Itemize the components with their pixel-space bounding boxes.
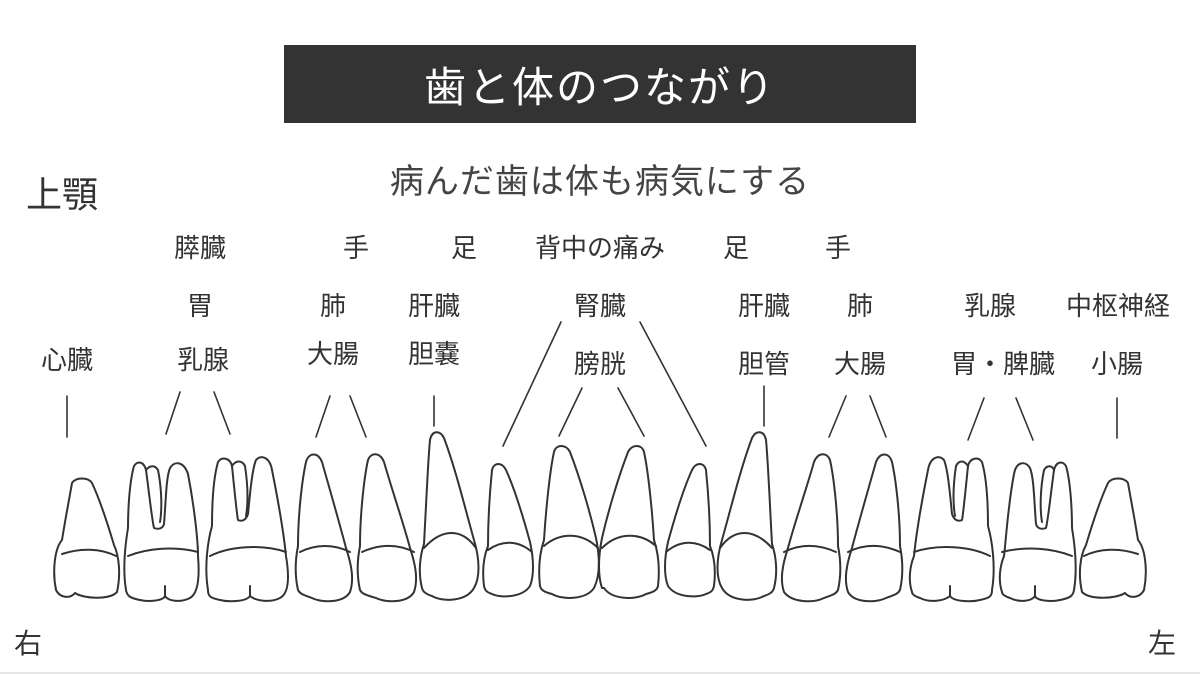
connector-line: [502, 321, 562, 447]
organ-label: 足: [450, 234, 478, 264]
tooth-left-2: [998, 461, 1077, 602]
organ-label: 胃・脾臓: [950, 350, 1056, 380]
side-label-right: 右: [14, 627, 43, 660]
organ-label: 肝臓: [737, 292, 791, 322]
page-title: 歯と体のつながり: [423, 62, 776, 112]
side-label-left: 左: [1148, 627, 1177, 660]
tooth-left-4: [844, 453, 904, 603]
organ-label: 膵臓: [173, 234, 227, 264]
organ-label: 肺: [846, 292, 874, 322]
connector-lines: [66, 321, 1118, 447]
tooth-right-5: [356, 453, 418, 603]
organ-label: 膀胱: [573, 350, 627, 380]
tooth-right-8: [538, 445, 600, 599]
organ-label: 乳腺: [963, 292, 1017, 322]
organ-label: 肺: [319, 292, 347, 322]
tooth-right-7: [482, 463, 534, 598]
organ-label: 乳腺: [176, 346, 230, 376]
organ-label: 小腸: [1090, 350, 1144, 380]
connector-line: [869, 395, 887, 438]
title-bar: 歯と体のつながり: [284, 45, 916, 123]
tooth-right-2: [123, 461, 200, 602]
connector-line: [617, 387, 645, 437]
connector-line: [213, 391, 231, 435]
connector-line: [967, 397, 985, 441]
organ-label: 胃: [186, 292, 214, 322]
organ-label: 足: [722, 234, 750, 264]
connector-line: [165, 391, 181, 435]
tooth-left-7: [664, 463, 716, 598]
connector-line: [828, 395, 847, 438]
organ-label: 大腸: [833, 350, 887, 380]
organ-label: 胆管: [737, 350, 791, 380]
organ-label: 手: [824, 234, 852, 264]
connector-line: [1015, 397, 1034, 441]
organ-label: 背中の痛み: [534, 234, 666, 264]
organ-label: 中枢神経: [1065, 292, 1171, 322]
organ-label: 腎臓: [573, 292, 627, 322]
connector-line: [558, 387, 583, 437]
tooth-left-3: [908, 456, 995, 603]
organ-label: 心臓: [40, 346, 94, 376]
subtitle: 病んだ歯は体も病気にする: [389, 162, 811, 202]
tooth-right-6: [418, 431, 480, 601]
connector-line: [315, 395, 331, 438]
tooth-right-4: [294, 453, 354, 603]
bottom-rule: [0, 672, 1200, 674]
tooth-left-8: [598, 445, 660, 599]
organ-label: 大腸: [306, 340, 360, 370]
organ-label: 肝臓: [407, 292, 461, 322]
tooth-left-5: [780, 453, 842, 603]
tooth-left-1: [1078, 477, 1147, 599]
connector-line: [349, 395, 367, 438]
organ-label: 手: [342, 234, 370, 264]
tooth-right-1: [53, 477, 121, 599]
connector-line: [639, 321, 707, 447]
organ-label: 胆嚢: [407, 340, 461, 370]
tooth-right-3: [205, 456, 289, 603]
tooth-left-6: [716, 431, 778, 601]
jaw-label: 上顎: [26, 175, 99, 216]
